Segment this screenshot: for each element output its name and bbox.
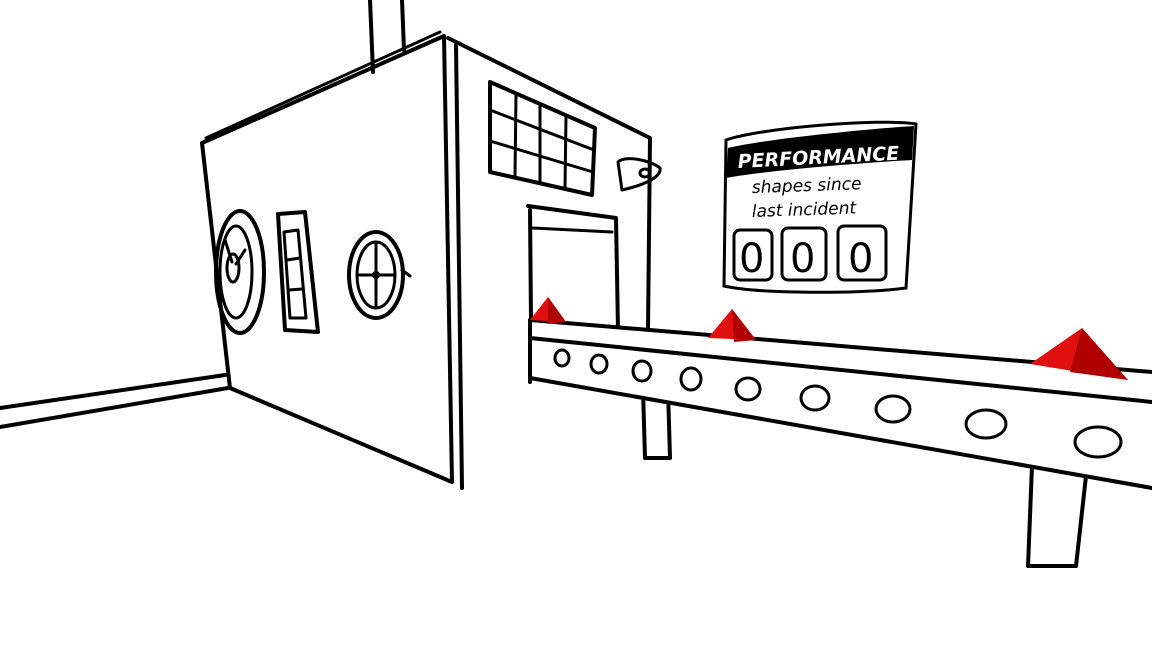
counter-digit-hundreds: 0 <box>739 236 764 282</box>
lever-switch[interactable] <box>276 210 320 334</box>
machine-window-grid <box>488 80 597 197</box>
digit-counter: 0 0 0 <box>732 224 888 282</box>
machine-box <box>200 30 652 490</box>
room-walls <box>0 0 406 429</box>
conveyor-rollers <box>553 348 1123 459</box>
valve-wheel[interactable] <box>347 230 412 320</box>
performance-sign: PERFORMANCE shapes since last incident 0… <box>722 120 918 294</box>
conveyor-belt <box>528 318 1152 490</box>
security-camera-icon <box>616 157 662 192</box>
conveyor-legs <box>641 388 1088 568</box>
performance-title-bar <box>726 126 914 178</box>
red-pyramid-3[interactable] <box>1030 328 1128 380</box>
machine-doorway <box>526 204 620 332</box>
counter-digit-tens: 0 <box>790 236 815 282</box>
counter-digit-ones: 0 <box>848 236 873 282</box>
conveyor-shapes <box>530 297 1128 380</box>
red-pyramid-2[interactable] <box>708 309 756 342</box>
performance-subtitle-line1: shapes since <box>751 174 861 198</box>
red-pyramid-1[interactable] <box>530 297 566 324</box>
dial-gauge[interactable] <box>214 209 266 335</box>
performance-subtitle-line2: last incident <box>751 198 857 222</box>
